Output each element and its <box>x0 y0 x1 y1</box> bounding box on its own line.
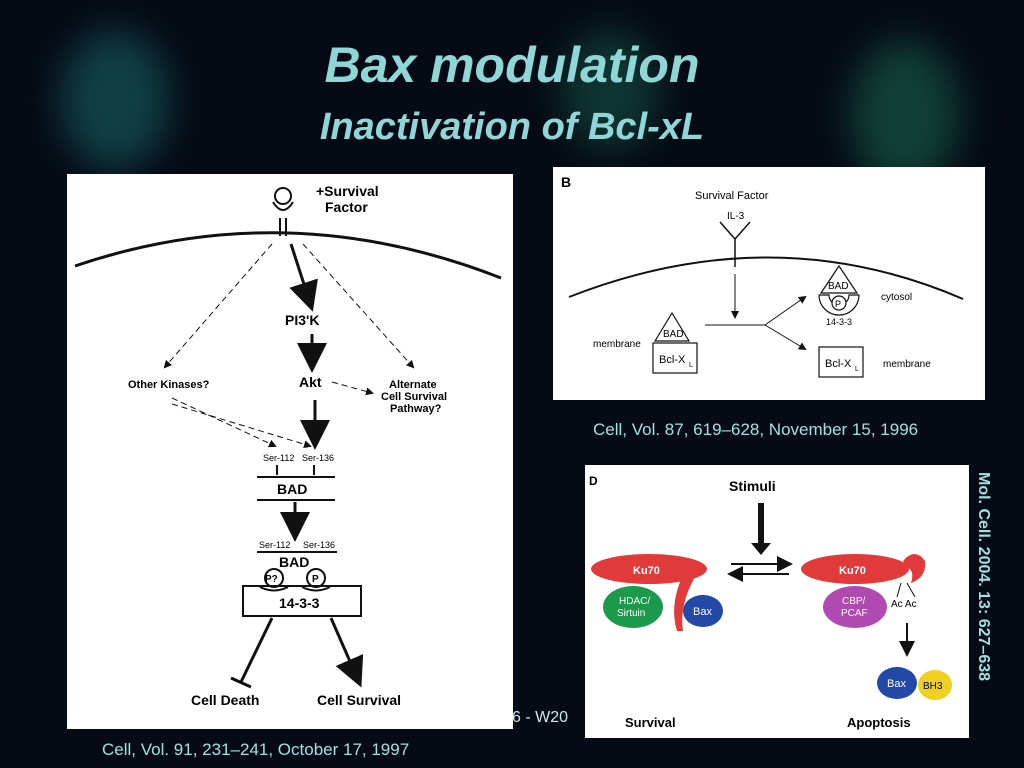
figure-caption: Cell, Vol. 91, 231–241, October 17, 1997 <box>102 740 410 759</box>
survival-label: Survival <box>625 715 676 730</box>
slide-subtitle: Inactivation of Bcl-xL <box>319 106 705 148</box>
hdac-label: HDAC/ <box>619 596 650 607</box>
phospho-label: P <box>312 574 319 585</box>
cell-death-label: Cell Death <box>191 692 259 708</box>
bad-label: BAD <box>828 281 849 292</box>
cbp-pcaf-shape <box>823 586 887 628</box>
bax-shape <box>877 667 917 699</box>
apoptosis-label: Apoptosis <box>847 715 911 730</box>
bh3-shape <box>918 670 952 700</box>
ku70-shape <box>801 554 909 584</box>
phospho-label: P <box>835 299 841 309</box>
protein-14-3-3-label: 14-3-3 <box>826 317 852 327</box>
slide-title: Bax modulation <box>324 37 700 93</box>
receptor-label: Factor <box>325 199 368 215</box>
ser136-label: Ser-136 <box>303 540 335 550</box>
bad-pathway-figure: +Survival Factor PI3'K Akt Other Kinases… <box>67 174 513 729</box>
ku70-shape <box>591 554 707 584</box>
panel-letter: B <box>561 174 571 190</box>
footer-text: 6 - W20 <box>512 709 569 726</box>
bad-label: BAD <box>277 481 307 497</box>
bcl-xl-figure: B Survival Factor IL-3 BAD Bcl-X L membr… <box>553 167 985 400</box>
bad-label: BAD <box>279 554 309 570</box>
membrane-label: membrane <box>593 339 641 350</box>
hdac-sirtuin-shape <box>603 586 663 628</box>
ku70-label: Ku70 <box>839 565 866 577</box>
bcl-xl-subscript: L <box>855 366 859 373</box>
cell-survival-label: Cell Survival <box>317 692 401 708</box>
phospho-label: P? <box>265 574 278 585</box>
ser136-label: Ser-136 <box>302 453 334 463</box>
membrane-label: membrane <box>883 359 931 370</box>
protein-14-3-3-label: 14-3-3 <box>279 595 320 611</box>
alternate-pathway-label: Pathway? <box>390 403 442 415</box>
survival-factor-label: Survival Factor <box>695 190 769 202</box>
il3-label: IL-3 <box>727 211 745 222</box>
ser112-label: Ser-112 <box>263 453 294 463</box>
cbp-label: CBP/ <box>842 596 866 607</box>
alternate-pathway-label: Cell Survival <box>381 391 447 403</box>
bcl-xl-label: Bcl-X <box>825 358 852 370</box>
background-cell-image <box>560 30 660 150</box>
figure-caption: Mol. Cell. 2004. 13: 627–638 <box>975 472 992 682</box>
ku70-label: Ku70 <box>633 565 660 577</box>
cytosol-label: cytosol <box>881 292 912 303</box>
acetyl-label: Ac Ac <box>891 599 917 610</box>
bcl-xl-subscript: L <box>689 362 693 369</box>
cbp-label: PCAF <box>841 608 868 619</box>
bad-label: BAD <box>663 329 684 340</box>
receptor-label: +Survival <box>316 183 379 199</box>
receptor-icon <box>272 187 294 236</box>
hdac-label: Sirtuin <box>617 608 645 619</box>
bax-label: Bax <box>887 678 906 690</box>
bax-shape <box>683 595 723 627</box>
bax-label: Bax <box>693 606 712 618</box>
stimuli-label: Stimuli <box>729 478 776 494</box>
pi3k-label: PI3'K <box>285 312 319 328</box>
ku70-bax-figure: D Stimuli Ku70 HDAC/ Sirtuin Bax Ku70 CB… <box>585 465 969 738</box>
akt-label: Akt <box>299 374 322 390</box>
other-kinases-label: Other Kinases? <box>128 379 210 391</box>
alternate-pathway-label: Alternate <box>389 379 437 391</box>
bcl-xl-label: Bcl-X <box>659 354 686 366</box>
panel-letter: D <box>589 474 598 488</box>
ser112-label: Ser-112 <box>259 540 290 550</box>
background-cell-image <box>60 30 170 170</box>
figure-caption: Cell, Vol. 87, 619–628, November 15, 199… <box>593 420 919 439</box>
bh3-label: BH3 <box>923 681 943 692</box>
background-cell-image <box>850 40 960 190</box>
